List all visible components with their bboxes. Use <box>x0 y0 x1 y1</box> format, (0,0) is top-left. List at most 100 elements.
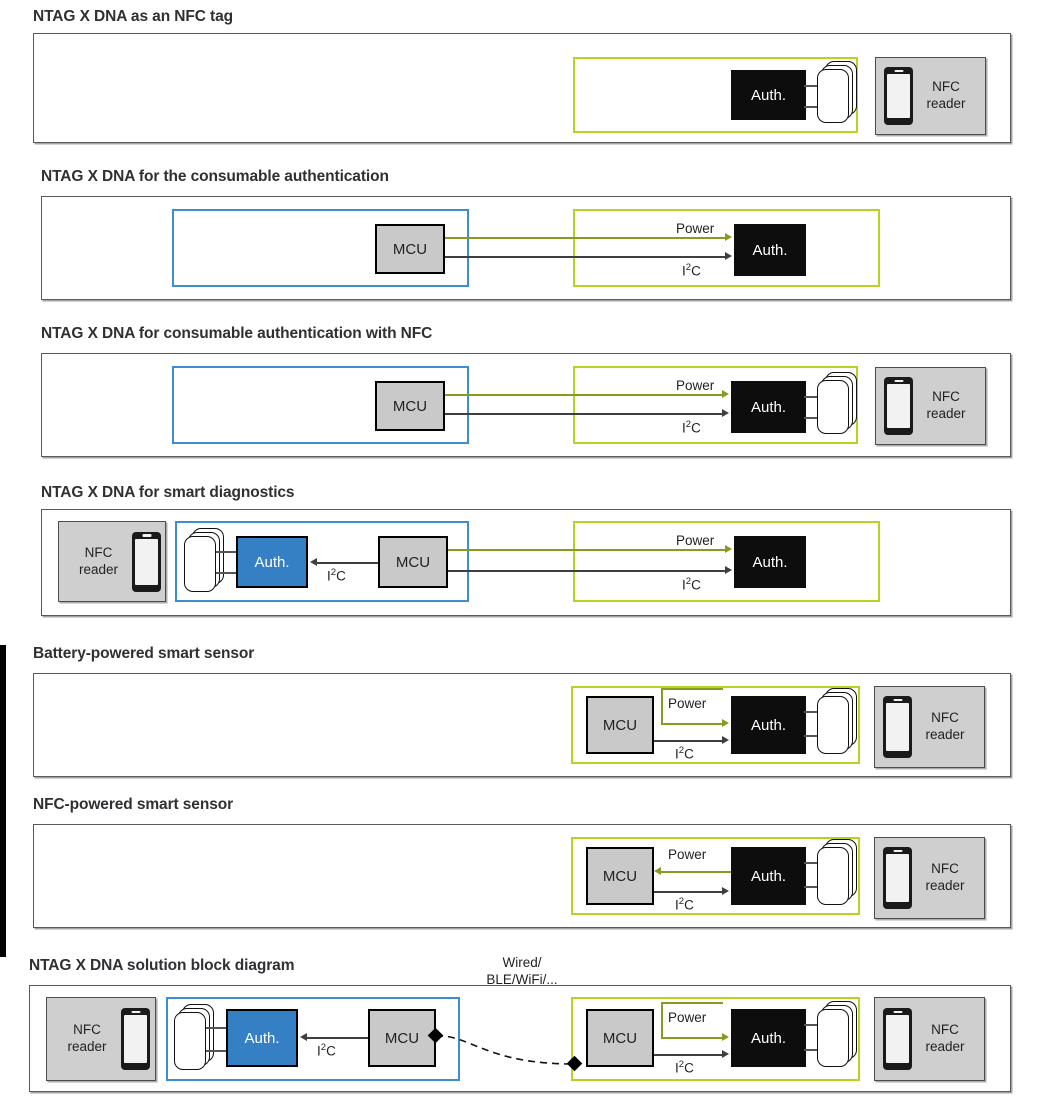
i2c-arrow-line <box>654 740 723 742</box>
nfc-reader-tile: NFC reader <box>875 57 986 135</box>
power-arrow-line <box>445 237 726 239</box>
nfc-reader-label-line1: NFC <box>932 79 960 95</box>
i2c-label-i: I <box>327 568 331 584</box>
antenna-lead-top <box>216 551 238 553</box>
i2c-label-sup: 2 <box>685 262 692 273</box>
green-frame <box>573 366 858 444</box>
power-arrow-line <box>661 871 731 873</box>
i2c-arrow-head <box>722 887 729 895</box>
section-title: NTAG X DNA solution block diagram <box>29 957 295 974</box>
i2c-arrow-head <box>725 252 732 260</box>
nfc-reader-label-line2: reader <box>925 878 965 893</box>
nfc-reader-label-line2: reader <box>926 406 966 421</box>
i2c-label-sup: 2 <box>685 576 692 587</box>
i2c-arrow-line <box>445 256 726 258</box>
nfc-reader-label-line2: reader <box>67 1039 107 1054</box>
power-label: Power <box>676 533 715 548</box>
i2c-label-c: C <box>684 897 694 913</box>
blue-frame <box>172 366 469 444</box>
phone-icon <box>883 847 912 909</box>
diagram-panel <box>33 673 1011 777</box>
nfc-reader-label: NFC reader <box>913 79 979 113</box>
nfc-reader-tile: NFC reader <box>874 837 985 919</box>
nfc-reader-tile-right: NFC reader <box>874 997 985 1081</box>
section-title: NFC-powered smart sensor <box>33 796 234 813</box>
i2c-remote-label: I2C <box>682 577 701 592</box>
i2c-label-i: I <box>682 263 686 279</box>
i2c-local-arrow-head <box>310 558 317 566</box>
nfc-reader-tile: NFC reader <box>58 521 166 602</box>
wired-link-label-line1: Wired/ <box>502 955 542 970</box>
power-arrow-head <box>725 233 732 241</box>
auth-block: Auth. <box>731 381 806 433</box>
phone-speaker-slot <box>894 69 903 72</box>
auth-block: Auth. <box>731 696 806 754</box>
antenna-coil-icon <box>815 688 863 758</box>
power-label: Power <box>676 221 715 236</box>
nfc-reader-label-line1: NFC <box>931 1022 959 1038</box>
i2c-label-sup: 2 <box>678 896 685 907</box>
phone-icon <box>884 67 913 125</box>
i2c-label-c: C <box>684 1060 694 1076</box>
antenna-coil-icon <box>815 61 863 127</box>
i2c-label-i: I <box>675 746 679 762</box>
phone-icon <box>884 377 913 435</box>
power-arrow-riser <box>661 688 663 724</box>
phone-screen <box>135 538 158 585</box>
wired-link-label: Wired/ BLE/WiFi/... <box>462 954 582 989</box>
phone-screen <box>887 74 910 118</box>
change-bar-lower <box>0 807 6 957</box>
antenna-lead-top <box>804 85 820 87</box>
section-title: NTAG X DNA for the consumable authentica… <box>41 168 389 185</box>
phone-icon <box>883 696 912 758</box>
i2c-label-i: I <box>675 897 679 913</box>
power-arrow-head <box>725 545 732 553</box>
antenna-lead-bottom-right <box>804 1049 820 1051</box>
i2c-label-sup: 2 <box>678 745 685 756</box>
section-title: Battery-powered smart sensor <box>33 645 255 662</box>
nfc-reader-label: NFC reader <box>53 1022 121 1056</box>
i2c-left-arrow-head <box>300 1033 307 1041</box>
power-arrow-line <box>445 394 723 396</box>
mcu-block-right: MCU <box>586 1009 654 1067</box>
phone-icon <box>121 1008 150 1070</box>
antenna-coil-icon-right <box>815 1001 863 1071</box>
auth-block: Auth. <box>731 847 806 905</box>
phone-screen <box>886 1015 909 1063</box>
antenna-lead-bottom <box>206 1050 228 1052</box>
mcu-block-left: MCU <box>368 1009 436 1067</box>
wired-link-label-line2: BLE/WiFi/... <box>486 972 558 988</box>
i2c-label-i: I <box>682 420 686 436</box>
i2c-local-label: I2C <box>327 568 346 583</box>
power-arrow-head <box>722 719 729 727</box>
i2c-label-c: C <box>684 746 694 762</box>
phone-screen <box>886 854 909 902</box>
green-frame <box>573 521 880 602</box>
antenna-lead-bottom <box>804 106 820 108</box>
i2c-label: I2C <box>682 263 701 278</box>
i2c-label-c: C <box>691 263 701 279</box>
mcu-block: MCU <box>586 847 654 905</box>
mcu-block: MCU <box>586 696 654 754</box>
nfc-reader-label-line2: reader <box>925 1039 965 1054</box>
blue-frame <box>172 209 469 287</box>
auth-block-remote: Auth. <box>734 536 806 588</box>
phone-speaker-slot <box>893 698 902 701</box>
nfc-reader-label-line1: NFC <box>931 861 959 877</box>
i2c-right-label: I2C <box>675 1060 694 1075</box>
i2c-label-sup: 2 <box>678 1059 685 1070</box>
i2c-left-label: I2C <box>317 1043 336 1058</box>
nfc-reader-label-line1: NFC <box>931 710 959 726</box>
auth-block-left: Auth. <box>226 1009 298 1067</box>
green-frame <box>573 57 858 133</box>
change-bar-upper <box>0 645 6 807</box>
power-arrow-head <box>654 867 661 875</box>
auth-block: Auth. <box>734 224 806 276</box>
phone-icon <box>132 531 161 592</box>
antenna-coil-icon-left <box>172 1004 220 1074</box>
section-title: NTAG X DNA for consumable authentication… <box>41 325 433 342</box>
phone-icon <box>883 1008 912 1070</box>
power-arrow-line <box>448 549 726 551</box>
power-label: Power <box>668 1010 707 1025</box>
antenna-lead-bottom <box>804 417 820 419</box>
